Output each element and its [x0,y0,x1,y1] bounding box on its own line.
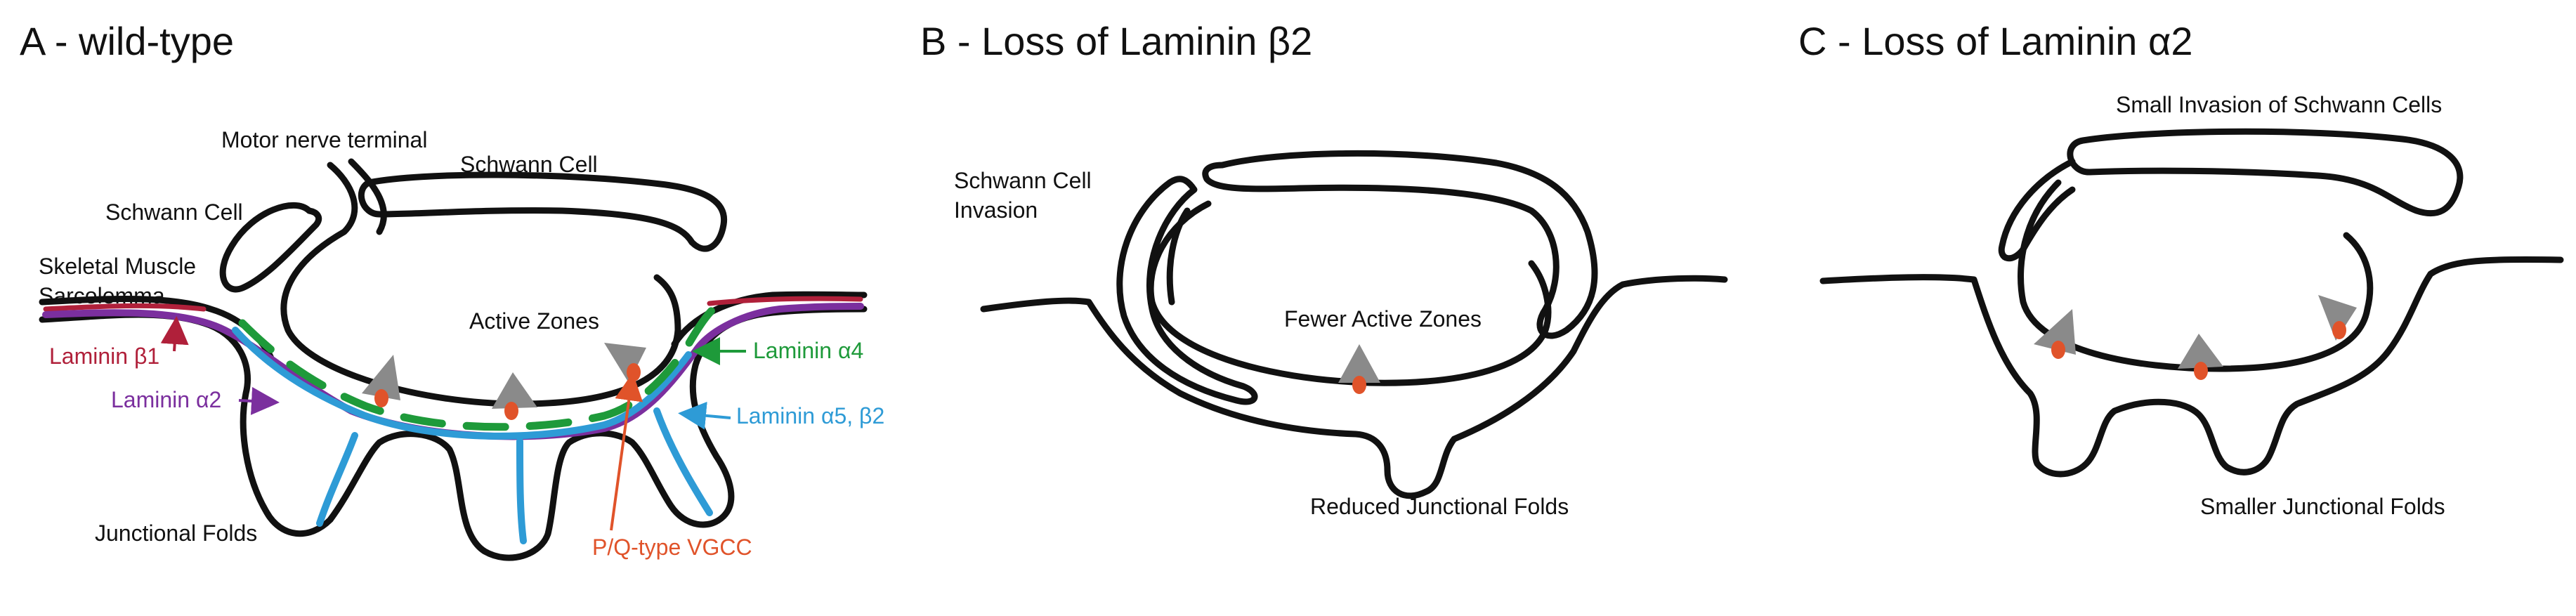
panel-a-title: A - wild-type [20,19,234,63]
c-schwann-invasion [1998,158,2076,262]
panel-c-title: C - Loss of Laminin α2 [1798,19,2193,63]
label-laminin-a4: Laminin α4 [753,338,863,363]
arrow-laminin-a2 [238,386,280,415]
panel-b: B - Loss of Laminin β2 Schwann Cell Inva… [920,19,1728,519]
vgcc-1 [374,389,388,407]
vgcc-2 [504,402,518,420]
panel-a: A - wild-type Motor ne [20,19,884,561]
laminin-a5-b2-fold-3 [653,407,713,516]
b-schwann-cell-top [1202,150,1598,339]
c-label-small-invasion: Small Invasion of Schwann Cells [2116,92,2442,117]
label-laminin-a2: Laminin α2 [111,387,221,412]
b-vgcc [1352,376,1366,394]
b-active-zone [1338,344,1380,383]
b-sarcolemma [980,275,1728,499]
arrow-laminin-a5-b2 [678,401,731,430]
c-vgcc-1 [2051,341,2065,359]
panel-c: C - Loss of Laminin α2 Small Invasion of… [1798,19,2564,519]
laminin-b1-line-right [707,296,863,306]
label-active-zones: Active Zones [469,308,599,334]
label-motor-nerve-terminal: Motor nerve terminal [221,127,427,152]
arrow-laminin-b1 [160,316,189,352]
label-sarcolemma: Sarcolemma [39,283,165,308]
b-label-reduced-folds: Reduced Junctional Folds [1310,494,1569,519]
motor-nerve-terminal-shape [280,162,681,407]
c-active-zone-3 [2318,295,2357,341]
active-zone-3 [604,343,646,383]
laminin-b1-line [43,303,207,312]
b-schwann-invasion [1116,176,1258,405]
schwann-cell-left-shape [219,202,322,293]
label-schwann-cell-left: Schwann Cell [105,199,243,225]
schwann-cell-top-shape [358,171,728,252]
sarcolemma-right-outline [671,291,868,348]
b-label-schwann-invasion-1: Schwann Cell [954,168,1092,193]
arrow-pq-vgcc [610,372,643,531]
b-label-fewer-active-zones: Fewer Active Zones [1284,306,1482,332]
c-label-smaller-folds: Smaller Junctional Folds [2200,494,2445,519]
laminin-a5-b2-fold-1 [316,432,358,527]
c-vgcc-3 [2332,321,2346,339]
label-pq-vgcc: P/Q-type VGCC [592,535,752,560]
laminin-a5-b2-fold-2 [516,438,527,544]
label-skeletal-muscle: Skeletal Muscle [39,254,196,279]
c-vgcc-2 [2194,362,2208,380]
laminin-a5-b2-line [232,327,692,440]
vgcc-3 [627,363,641,381]
label-junctional-folds: Junctional Folds [95,520,257,546]
motor-nerve-terminal-shape-right [348,158,387,235]
label-laminin-b1: Laminin β1 [49,343,159,369]
b-schwann-inner [1166,207,1191,306]
label-schwann-cell-top: Schwann Cell [460,152,598,177]
label-laminin-a5-b2: Laminin α5, β2 [736,403,884,428]
active-zone-1 [362,355,400,400]
laminin-a4-line [238,296,728,431]
c-active-zone-2 [2178,334,2223,369]
panel-b-title: B - Loss of Laminin β2 [920,19,1312,63]
c-sarcolemma [1819,256,2564,478]
active-zone-2 [492,372,537,409]
b-label-schwann-invasion-2: Invasion [954,197,1038,223]
c-active-zone-1 [2034,309,2076,355]
c-schwann-cell-top [2067,128,2464,217]
b-nerve-terminal [1147,200,1552,386]
